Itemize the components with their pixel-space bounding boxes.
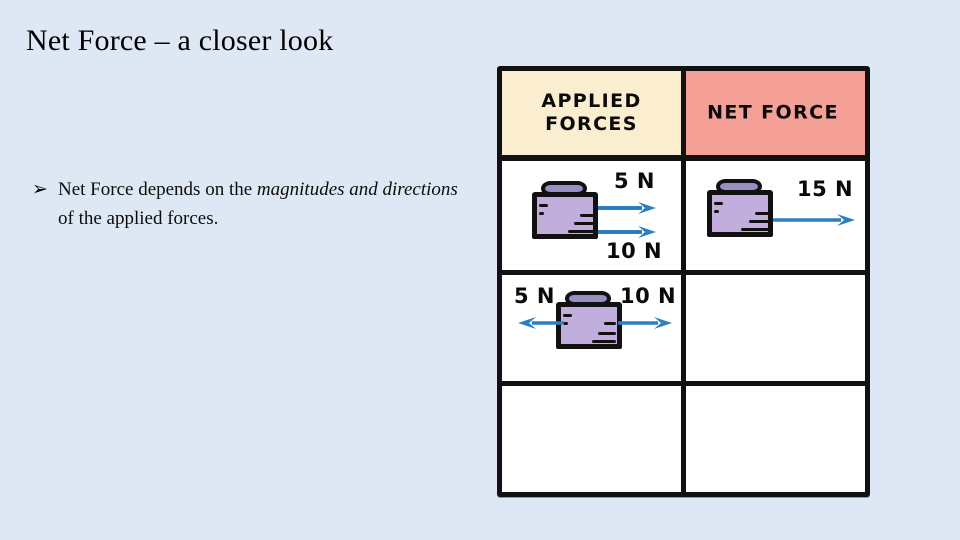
- table-divider-vertical: [681, 71, 686, 492]
- force-label-applied-row1-1: 10 N: [606, 239, 663, 263]
- bullet-tail-text: of the applied forces.: [58, 208, 219, 229]
- force-arrow-right-10n: [618, 316, 672, 330]
- net-force-table-figure: APPLIED FORCES NET FORCE: [497, 66, 870, 497]
- bullet-emphasis-text: magnitudes and directions: [256, 179, 458, 200]
- block-lid: [565, 291, 611, 306]
- bullet-item-label: Net Force depends on the magnitudes and …: [58, 179, 458, 229]
- table-cell-net-row3: [681, 381, 865, 492]
- table-cell-applied-row3: [502, 381, 681, 492]
- bullet-item: ➢ Net Force depends on the magnitudes an…: [30, 175, 460, 233]
- block-shading-mark: [741, 228, 769, 231]
- block-shading-mark: [568, 230, 594, 233]
- force-label-applied-row1-0: 5 N: [614, 169, 655, 193]
- block-shading-mark: [749, 220, 769, 223]
- bullet-arrow-icon: ➢: [32, 179, 48, 200]
- applied-forces-header-label: APPLIED FORCES: [541, 90, 642, 135]
- force-label-applied-row2-1: 10 N: [620, 284, 677, 308]
- force-label-applied-row2-0: 5 N: [514, 284, 555, 308]
- force-arrow-right-5n: [598, 201, 658, 215]
- block-lid: [541, 181, 587, 196]
- table-cell-net-row2: [681, 270, 865, 381]
- weight-block-icon: [532, 181, 598, 239]
- net-force-header-label: NET FORCE: [707, 101, 839, 124]
- block-shading-mark: [592, 340, 616, 343]
- table-header-cell-applied-forces: APPLIED FORCES: [502, 71, 681, 155]
- force-arrow-right-10n: [598, 225, 658, 239]
- force-arrow-right-15n: [773, 213, 857, 227]
- block-shading-mark: [580, 214, 594, 217]
- block-shading-mark: [604, 322, 616, 325]
- page-title: Net Force – a closer look: [26, 24, 334, 57]
- table-row: 5 N 10 N: [502, 155, 865, 270]
- table-cell-applied-row1: 5 N 10 N: [502, 155, 681, 270]
- table-row: [502, 381, 865, 492]
- table-header-cell-net-force: NET FORCE: [681, 71, 865, 155]
- weight-block-icon: [707, 179, 773, 237]
- table-row: 5 N 10 N: [502, 270, 865, 381]
- block-lid: [716, 179, 762, 194]
- body-text-block: ➢ Net Force depends on the magnitudes an…: [30, 175, 460, 233]
- force-label-net-row1-0: 15 N: [797, 177, 854, 201]
- force-arrow-left-5n: [518, 316, 564, 330]
- weight-block-icon: [556, 291, 622, 349]
- block-shading-mark: [598, 332, 616, 335]
- block-shading-mark: [574, 222, 594, 225]
- block-shading-mark: [755, 212, 769, 215]
- table-cell-applied-row2: 5 N 10 N: [502, 270, 681, 381]
- table-header-row: APPLIED FORCES NET FORCE: [502, 71, 865, 155]
- bullet-lead-text: Net Force depends on the: [58, 179, 257, 200]
- table-cell-net-row1: 15 N: [681, 155, 865, 270]
